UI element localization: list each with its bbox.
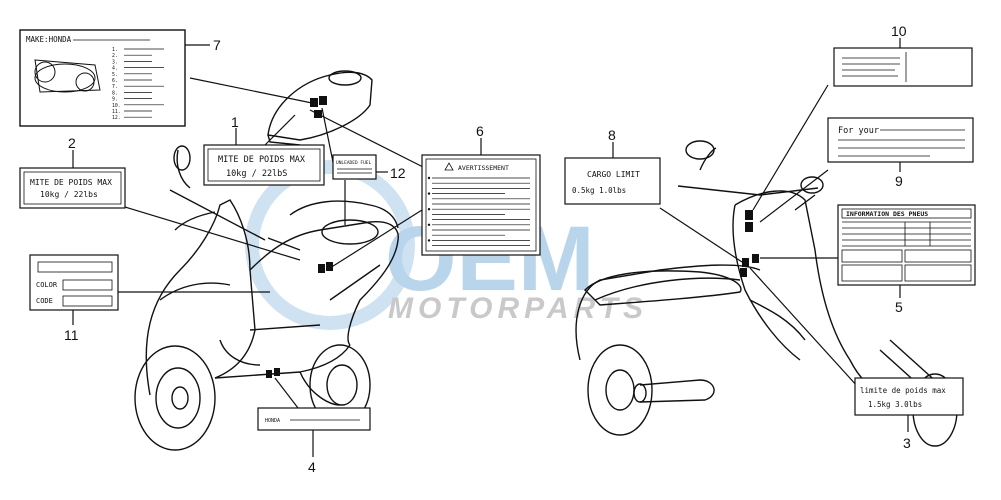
label-7-item: 8. <box>112 90 118 96</box>
callout-3: 3 <box>903 435 911 451</box>
callout-6: 6 <box>476 123 484 139</box>
decal-mark <box>266 370 272 378</box>
callout-4: 4 <box>308 459 316 475</box>
label-4-text: HONDA <box>265 418 280 424</box>
callout-11: 11 <box>64 327 79 343</box>
label-3-line2: 1.5kg 3.0lbs <box>868 400 922 409</box>
label-9: For your <box>827 117 974 163</box>
label-11-color-code: COLOR CODE <box>29 254 119 311</box>
decal-mark <box>318 264 325 273</box>
label-7-item: 2. <box>112 53 118 59</box>
label-12-text: UNLEADED FUEL <box>336 160 372 166</box>
decal-mark <box>326 262 333 271</box>
label-6-bullet <box>427 192 431 195</box>
label-2-line2: 10kg / 22lbs <box>40 190 98 199</box>
label-1-line2: 10kg / 22lbS <box>226 169 287 179</box>
label-5-tire-info: INFORMATION DES PNEUS <box>837 204 976 286</box>
label-7-item: 7. <box>112 84 118 90</box>
label-2-line1: MITE DE POIDS MAX <box>30 178 112 187</box>
callout-2: 2 <box>68 135 76 151</box>
label-6-bullet <box>427 239 431 242</box>
label-11-code: CODE <box>36 297 53 305</box>
label-11-color: COLOR <box>36 281 58 289</box>
label-7-item: 4. <box>112 66 118 72</box>
callout-9: 9 <box>895 173 903 189</box>
label-7-item: 11. <box>112 109 121 115</box>
label-6-warning: AVERTISSEMENT <box>421 154 541 256</box>
label-7-make: MAKE:HONDA <box>26 35 72 44</box>
callout-10: 10 <box>891 23 907 39</box>
label-7-model-plate: MAKE:HONDA 1.2.3.4.5.6.7.8.9.10.11.12. <box>19 29 186 127</box>
callout-8: 8 <box>608 127 616 143</box>
decal-mark <box>274 368 280 376</box>
label-7-item: 10. <box>112 103 121 109</box>
label-4-honda-plate: HONDA <box>257 407 371 431</box>
callout-numbers: 1 2 3 4 5 6 7 8 9 10 11 12 <box>64 23 911 475</box>
label-7-item: 3. <box>112 59 118 65</box>
label-3-line1: limite de poids max <box>860 386 946 395</box>
label-1-line1: MITE DE POIDS MAX <box>218 155 306 165</box>
label-6-bullet <box>427 176 431 180</box>
callout-12: 12 <box>390 165 406 181</box>
seat-detail <box>267 70 373 146</box>
label-7-items: 1.2.3.4.5.6.7.8.9.10.11.12. <box>112 47 164 121</box>
label-7-item: 9. <box>112 97 118 103</box>
label-7-item: 1. <box>112 47 118 53</box>
label-1-weight-limit: MITE DE POIDS MAX 10kg / 22lbS <box>203 144 325 186</box>
label-2-weight-limit: MITE DE POIDS MAX 10kg / 22lbs <box>19 167 126 209</box>
label-7-item: 6. <box>112 78 118 84</box>
label-6-bullet <box>427 223 431 226</box>
callout-5: 5 <box>895 299 903 315</box>
label-8-line1: CARGO LIMIT <box>587 170 640 179</box>
label-6-title: AVERTISSEMENT <box>458 164 509 172</box>
label-3-weight-limit: limite de poids max 1.5kg 3.0lbs <box>854 377 964 416</box>
scooter-right <box>575 140 958 447</box>
label-7-item: 5. <box>112 72 118 78</box>
label-10 <box>833 47 973 87</box>
label-9-text: For your <box>838 126 879 136</box>
label-5-title: INFORMATION DES PNEUS <box>846 210 928 218</box>
watermark-sub: MOTORPARTS <box>388 292 648 325</box>
callout-1: 1 <box>231 114 239 130</box>
label-6-bullet <box>427 208 431 211</box>
label-12-fuel: UNLEADED FUEL <box>332 154 377 180</box>
label-8-cargo-limit: CARGO LIMIT 0.5kg 1.0lbs <box>564 157 661 205</box>
label-8-line2: 0.5kg 1.0lbs <box>572 186 626 195</box>
label-7-item: 12. <box>112 115 121 121</box>
callout-7: 7 <box>213 37 221 53</box>
